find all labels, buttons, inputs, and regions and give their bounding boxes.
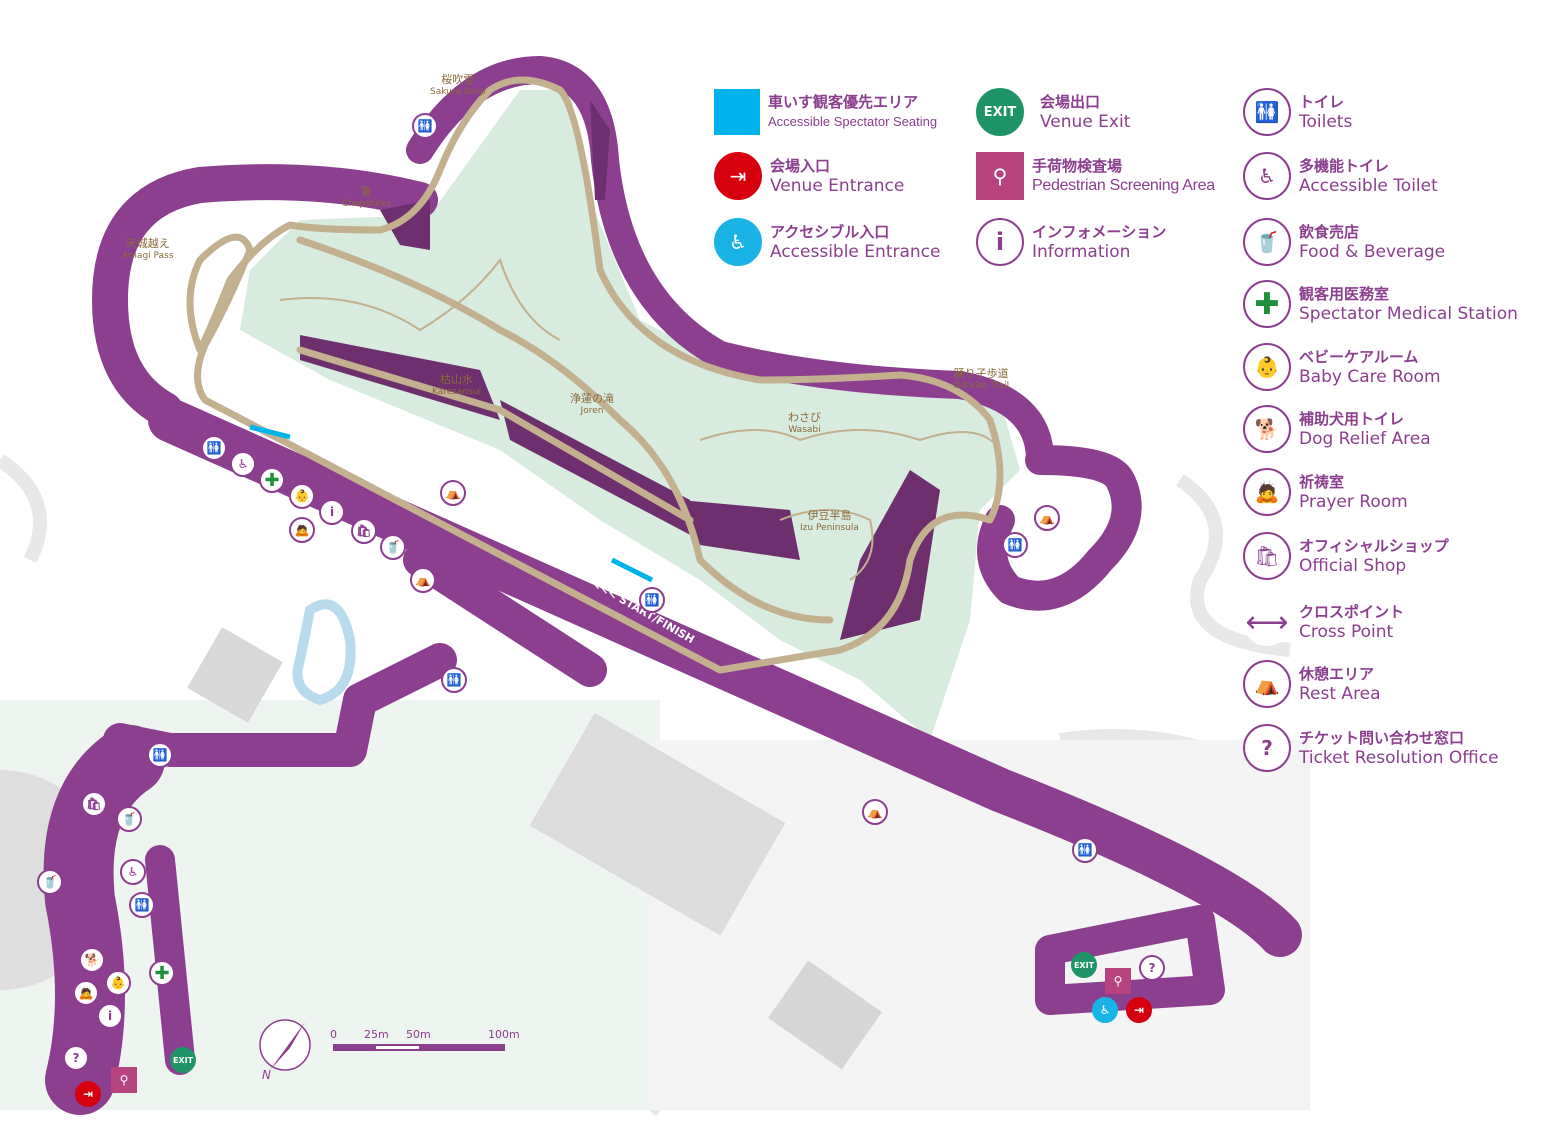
cross-point-icon: ⟷ [1243,598,1291,646]
north-compass [259,1019,311,1071]
rest-area-icon[interactable]: ⛺ [862,799,888,825]
prayer-icon[interactable]: 🙇 [289,517,315,543]
medical-icon[interactable]: ✚ [149,960,175,986]
info-icon[interactable]: i [97,1003,123,1029]
building [768,960,882,1070]
scale-0: 0 [330,1028,337,1041]
rest-area-icon[interactable]: ⛺ [1034,505,1060,531]
food-icon[interactable]: 🥤 [380,534,406,560]
rest-area-icon[interactable]: ⛺ [440,480,466,506]
toilet-icon[interactable]: 🚻 [147,742,173,768]
pond [292,599,356,706]
screening-icon: ⚲ [976,152,1024,200]
accessible-toilet-icon[interactable]: ♿ [230,451,256,477]
race-track [186,76,1004,674]
building [529,713,786,936]
toilet-icon[interactable]: 🚻 [1002,532,1028,558]
shop-icon[interactable]: 🛍 [81,791,107,817]
scale-50: 50m [406,1028,431,1041]
accessible-toilet-icon[interactable]: ♿ [120,859,146,885]
ticket-icon[interactable]: ? [1139,955,1165,981]
infield-green [240,90,1020,740]
exit-icon: EXIT [976,88,1024,136]
toilet-icon[interactable]: 🚻 [1072,837,1098,863]
entrance-icon[interactable]: ⇥ [75,1081,101,1107]
walking-trails [279,257,1001,581]
rest-area-icon[interactable]: ⛺ [410,567,436,593]
food-icon[interactable]: 🥤 [37,869,63,895]
screening-icon[interactable]: ⚲ [111,1067,137,1093]
toilet-icon[interactable]: 🚻 [129,892,155,918]
accessible-seating-swatch [714,89,760,135]
dog-relief-icon[interactable]: 🐕 [79,947,105,973]
food-icon[interactable]: 🥤 [116,806,142,832]
shop-icon: 🛍 [1243,532,1291,580]
accessible-seating [610,557,654,583]
shop-icon[interactable]: 🛍 [351,518,377,544]
medical-icon: ✚ [1243,280,1291,328]
prayer-icon[interactable]: 🙇 [73,980,99,1006]
toilet-icon[interactable]: 🚻 [201,435,227,461]
baby-care-icon: 👶 [1243,343,1291,391]
building [187,627,283,723]
ticket-icon: ? [1243,724,1291,772]
scale-labels: 0 25m 50m 100m [330,1028,520,1041]
entrance-icon: ⇥ [714,152,762,200]
baby-care-icon[interactable]: 👶 [289,483,315,509]
food-icon: 🥤 [1243,218,1291,266]
accessible-entrance-icon: ♿ [714,218,762,266]
accessible-toilet-icon: ♿ [1243,152,1291,200]
exit-icon[interactable]: EXIT [170,1047,196,1073]
toilet-icon[interactable]: 🚻 [441,667,467,693]
ticket-icon[interactable]: ? [63,1045,89,1071]
scale-25: 25m [364,1028,389,1041]
toilet-icon[interactable]: 🚻 [639,587,665,613]
toilet-icon: 🚻 [1243,88,1291,136]
toilet-icon[interactable]: 🚻 [412,113,438,139]
screening-icon[interactable]: ⚲ [1105,968,1131,994]
scale-bar [333,1044,505,1051]
medical-icon[interactable]: ✚ [259,467,285,493]
prayer-icon: 🙇 [1243,468,1291,516]
accessible-entrance-icon[interactable]: ♿ [1092,997,1118,1023]
info-icon: i [976,218,1024,266]
rest-area-icon: ⛺ [1243,660,1291,708]
baby-care-icon[interactable]: 👶 [105,970,131,996]
info-icon[interactable]: i [319,499,345,525]
dog-relief-icon: 🐕 [1243,405,1291,453]
exit-icon[interactable]: EXIT [1071,952,1097,978]
accessible-seating [249,424,291,440]
compass-label: N [262,1068,271,1082]
entrance-icon[interactable]: ⇥ [1126,997,1152,1023]
scale-100: 100m [488,1028,520,1041]
